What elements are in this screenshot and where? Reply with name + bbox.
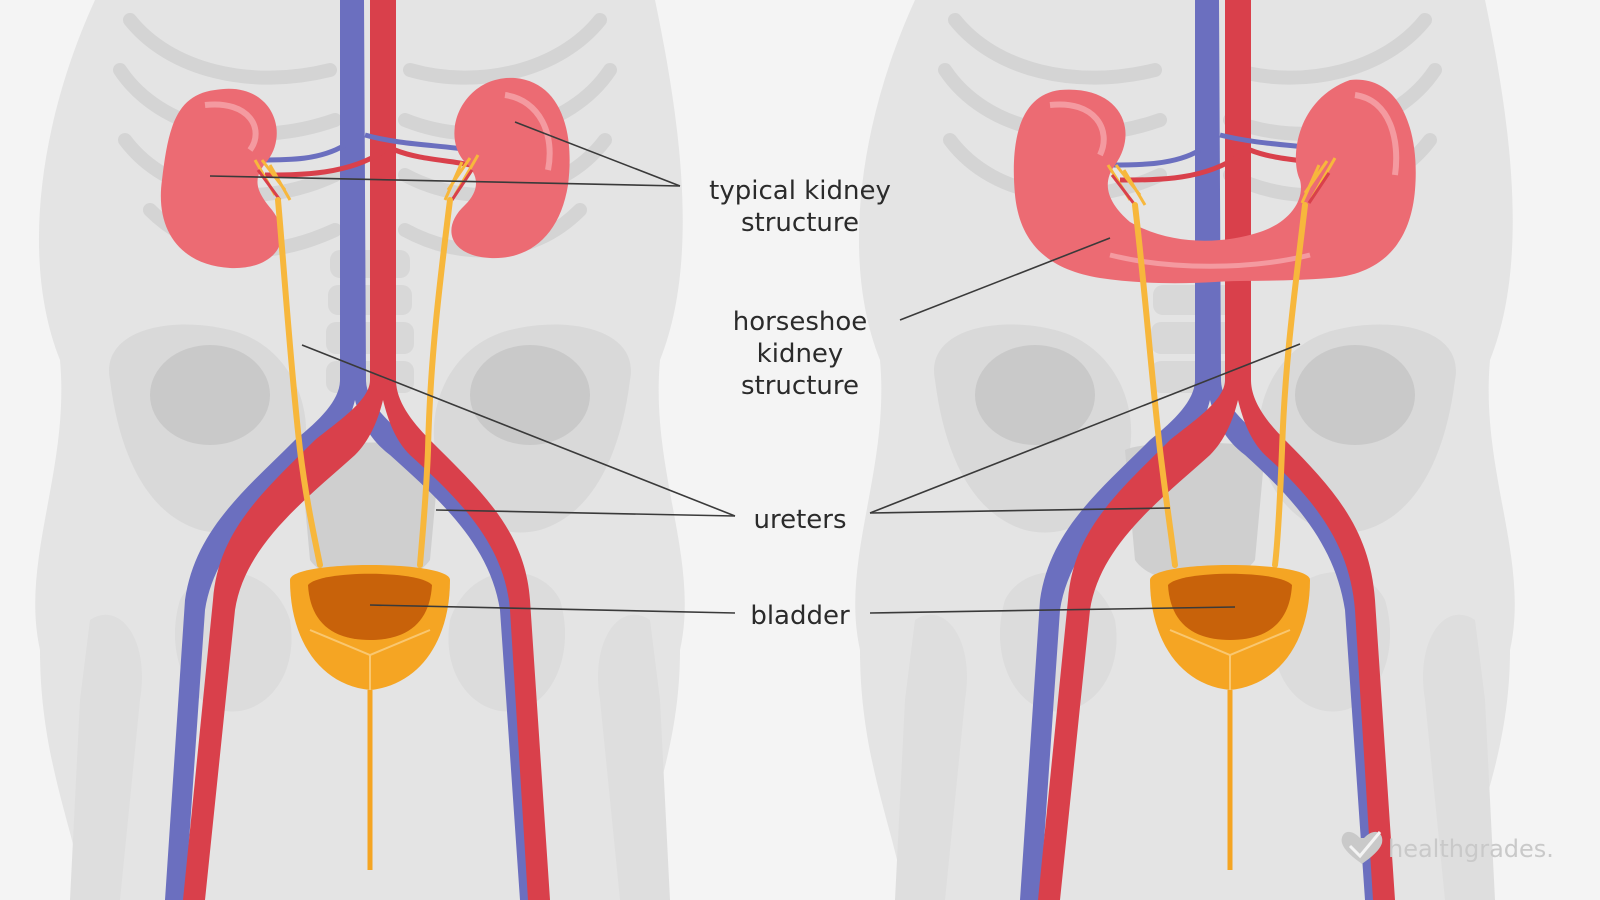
right-figure [855,0,1515,900]
labels: typical kidney structure horseshoe kidne… [709,176,891,631]
leader-bladder-right [869,606,1236,614]
label-horseshoe-line2: kidney [757,339,844,369]
leader-ureters-right-2 [869,507,1171,514]
left-figure-ureters [275,197,453,568]
leader-lines [209,121,1301,614]
horseshoe-kidney [1013,79,1416,284]
logo-check-mark [1348,831,1382,859]
label-horseshoe-line1: horseshoe [733,307,868,337]
left-kidney-2-highlight [504,92,553,171]
right-hilum [1106,157,1337,206]
right-figure-ureters [1132,202,1308,568]
horseshoe-highlight-right [1354,92,1400,176]
leader-typical-to-left-kidney-1 [209,175,681,187]
label-ureters: ureters [753,505,846,535]
leader-bladder-left [369,604,736,614]
leader-ureters-left-1 [301,344,736,517]
right-femurs [895,614,1495,900]
left-pelvis [109,324,631,712]
logo-text: healthgrades. [1388,835,1554,863]
left-kidney-1-highlight [204,101,259,152]
horseshoe-highlight-left [1049,101,1107,157]
label-typical-line1: typical kidney [709,176,891,206]
left-vena-cava [165,0,540,900]
healthgrades-logo: healthgrades. [1341,831,1554,864]
leader-typical-to-left-kidney-2 [514,121,681,187]
leader-horseshoe [899,237,1111,321]
leader-ureters-left-2 [435,509,736,517]
label-horseshoe-line3: structure [741,371,859,401]
horseshoe-isthmus-highlight [1109,252,1311,269]
left-figure [35,0,685,900]
left-femurs [70,614,670,900]
label-bladder: bladder [750,601,850,631]
right-vena-cava [1020,0,1385,900]
leader-ureters-right-1 [869,343,1301,514]
left-figure-kidney-1 [160,88,282,269]
label-typical-line2: structure [741,208,859,238]
left-figure-bladder [290,565,450,870]
